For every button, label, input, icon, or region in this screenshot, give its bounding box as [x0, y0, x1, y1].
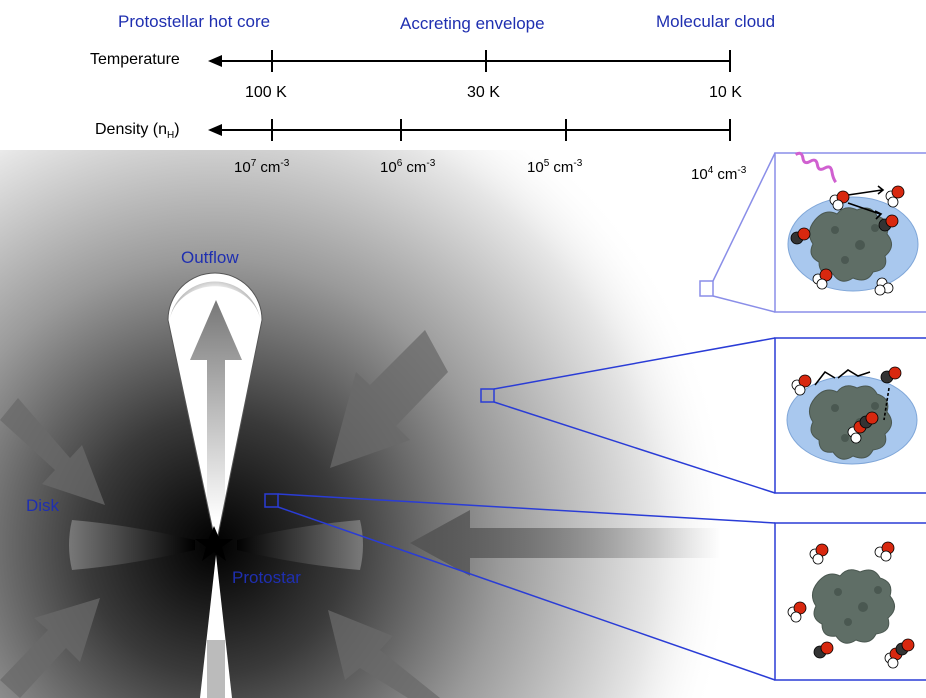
photon-wave-icon [794, 151, 837, 184]
temperature-arrowhead [208, 55, 222, 67]
density-label: Density (nH) [95, 121, 180, 142]
density-arrowhead [208, 124, 222, 136]
stage-label-envelope: Accreting envelope [400, 14, 545, 33]
density-tick-1e6: 106 cm-3 [380, 158, 436, 176]
infall-arrows [0, 330, 448, 698]
temperature-label: Temperature [90, 51, 180, 68]
stage-label-hot-core: Protostellar hot core [118, 12, 271, 31]
infall-arrow-upper-right [330, 330, 448, 468]
inset-zoom-lines [277, 152, 776, 681]
outflow-label: Outflow [181, 248, 239, 267]
molecule-icon [787, 185, 915, 669]
infall-arrow-lower-left [0, 598, 100, 698]
temperature-tick-30k: 30 K [467, 84, 500, 101]
outflow-cap [170, 281, 260, 318]
outflow-arrow-lower [207, 640, 225, 698]
zoom-source-cloud [699, 280, 714, 297]
dust-grain-icon [809, 207, 895, 644]
stage-label-cloud: Molecular cloud [656, 12, 776, 31]
density-tick-1e7: 107 cm-3 [234, 158, 290, 176]
temperature-tick-100k: 100 K [245, 84, 287, 101]
disk-label: Disk [26, 496, 60, 515]
reaction-arrows [814, 185, 890, 421]
temperature-tick-10k: 10 K [709, 84, 742, 101]
outflow-arrow [190, 300, 242, 520]
density-tick-1e4: 104 cm-3 [691, 165, 747, 183]
disk-left [69, 520, 195, 570]
zoom-source-envelope [480, 388, 495, 403]
zoom-source-hot-core [264, 493, 279, 508]
density-tick-1e5: 105 cm-3 [527, 158, 583, 176]
temperature-axis [212, 50, 731, 72]
disk-right [237, 520, 363, 570]
density-axis [212, 119, 731, 141]
infall-arrow-right [410, 510, 720, 576]
infall-arrow-upper-left [0, 398, 105, 505]
star-icon [195, 526, 233, 561]
protostar-label: Protostar [232, 568, 301, 587]
infall-arrow-lower-right [328, 610, 440, 698]
